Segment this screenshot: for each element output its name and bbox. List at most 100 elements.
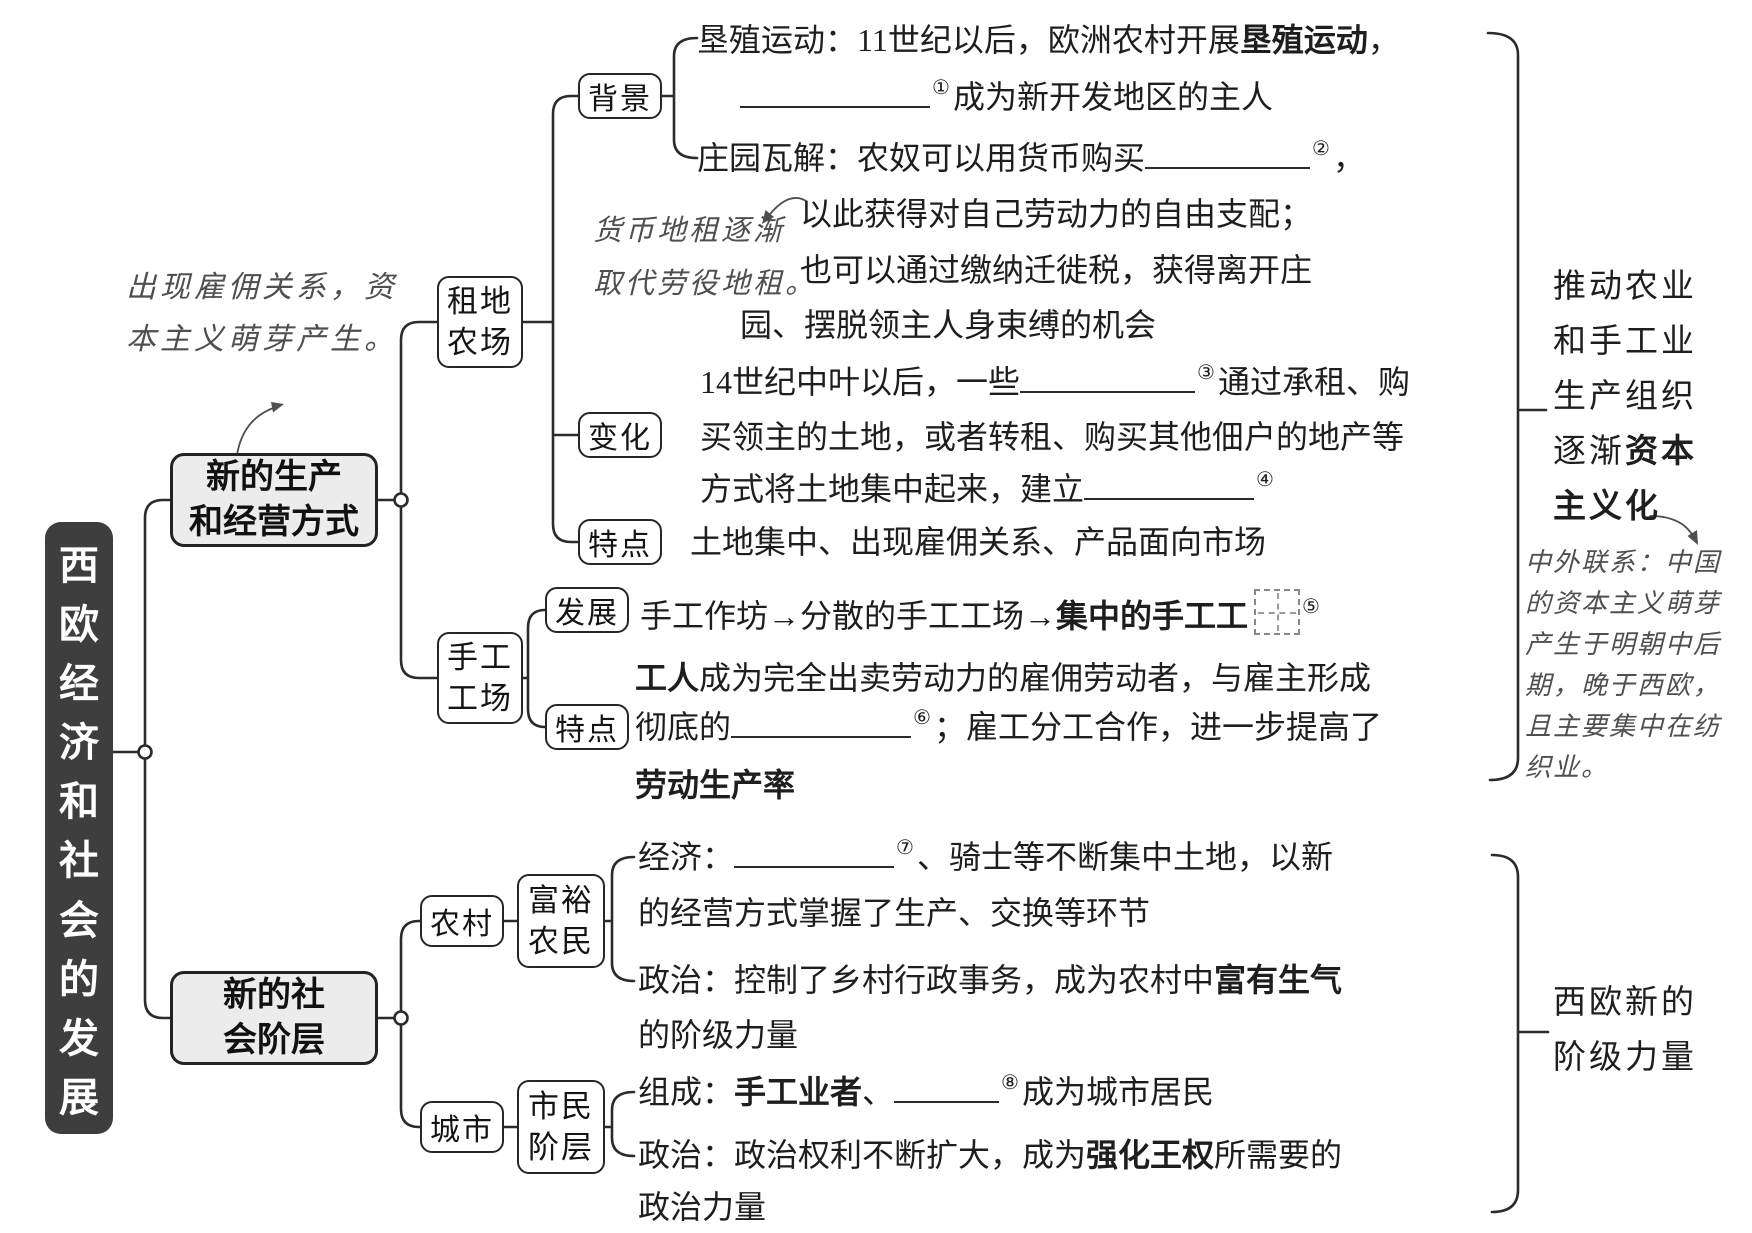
text-line-political-power: 政治力量	[638, 1186, 766, 1228]
text-run: 政治：控制了乡村行政事务，成为农村中	[638, 962, 1215, 998]
text-run: 所需要的	[1214, 1137, 1343, 1173]
label-text: 特点	[555, 714, 619, 747]
text-run: 买领主的土地，或者转租、购买其他佃户的地产等	[700, 419, 1405, 455]
circled-number: ⑧	[1001, 1072, 1019, 1094]
branch-label-line: 和经营方式	[189, 503, 359, 541]
text-run: ，	[1332, 140, 1365, 176]
text-run: 、骑士等不断集中土地，以新	[916, 839, 1333, 875]
text-run: 劳动生产率	[635, 767, 796, 803]
text-line-productivity: 劳动生产率	[635, 764, 795, 806]
text-line-politics-urban: 政治：政治权利不断扩大，成为强化王权所需要的	[638, 1134, 1342, 1176]
text-run: 政治力量	[638, 1189, 767, 1225]
text-run: 政治：政治权利不断扩大，成为	[638, 1137, 1087, 1173]
text-run: 组成：	[638, 1074, 735, 1110]
branch-new-production: 新的生产 和经营方式	[170, 453, 378, 547]
summary-new-class-forces: 西欧新的	[1553, 976, 1697, 1030]
text-run: 西欧新的	[1553, 985, 1697, 1021]
title-char: 和	[59, 780, 99, 825]
text-line-reclamation: 垦殖运动：11世纪以后，欧洲农村开展垦殖运动，	[697, 19, 1400, 61]
label-text: 发展	[555, 597, 619, 630]
text-run: 和手工业	[1553, 324, 1697, 360]
text-line-composition: 组成：手工业者、⑧成为城市居民	[638, 1071, 1214, 1113]
text-run: 资本	[1625, 434, 1697, 470]
text-line-blank1: ①成为新开发地区的主人	[740, 76, 1273, 118]
fill-in-blank	[1020, 361, 1196, 393]
text-line-labor-freedom: 以此获得对自己劳动力的自由支配；	[800, 193, 1312, 235]
bracket-right-bottom	[1490, 853, 1550, 1214]
note-line: 产生于明朝中后	[1525, 630, 1722, 660]
circled-number: ⑤	[1302, 596, 1320, 618]
text-run: 集中的手工工	[1056, 598, 1249, 634]
text-line-manor-breakup: 庄园瓦解：农奴可以用货币购买 ②，	[697, 137, 1365, 179]
text-run: 庄园瓦解：农奴可以用货币购买	[697, 140, 1146, 176]
text-run: 通过承租、购	[1217, 364, 1410, 400]
root-title: 西欧经济和社会的发展	[45, 522, 113, 1134]
text-run: 逐渐	[1553, 434, 1625, 470]
note-line: 的资本主义萌芽	[1525, 589, 1722, 619]
label-text: 变化	[588, 422, 652, 455]
fill-in-blank	[894, 1071, 1000, 1103]
note-line: 取代劳役地租。	[593, 266, 818, 300]
note-line: 且主要集中在纺	[1525, 712, 1722, 742]
node-label: 城市	[430, 1114, 494, 1147]
text-run: 也可以通过缴纳迁徙税，获得离开庄	[800, 252, 1313, 288]
text-run: 推动农业	[1553, 269, 1697, 305]
text-run: 手工作坊→分散的手工工场→	[640, 598, 1057, 634]
text-run: 强化王权	[1086, 1137, 1215, 1173]
circled-number: ⑦	[896, 837, 914, 859]
circled-number: ③	[1197, 362, 1215, 384]
text-line-economy2: 的经营方式掌握了生产、交换等环节	[638, 892, 1150, 934]
fill-in-blank	[740, 76, 930, 108]
trunk-tenant-farm	[521, 94, 580, 544]
text-line-thorough: 彻底的 ⑥；雇工分工合作，进一步提高了	[635, 706, 1382, 748]
summary-capitalization: 推动农业	[1553, 260, 1697, 314]
text-run: 工人	[635, 660, 700, 696]
summary-capitalization: 生产组织	[1553, 370, 1697, 424]
bracket-peasants	[603, 855, 636, 983]
text-run: ，	[1367, 22, 1400, 58]
note-line: 期，晚于西欧，	[1525, 671, 1722, 701]
label-feature-farm: 特点	[578, 519, 662, 565]
handwritten-note-employment: 出现雇佣关系，资 本主义萌芽产生。	[126, 262, 398, 366]
node-tenant-farm: 租地农场	[437, 276, 523, 368]
junction-node	[137, 744, 153, 760]
fill-in-blank	[1084, 468, 1255, 500]
text-run: 成为城市居民	[1021, 1074, 1214, 1110]
note-line: 本主义萌芽产生。	[126, 322, 398, 357]
trunk-production	[376, 320, 439, 680]
text-line-economy: 经济： ⑦、骑士等不断集中土地，以新	[638, 836, 1333, 878]
text-line-workshop-development: 手工作坊→分散的手工工场→集中的手工工 ⑤	[640, 589, 1323, 637]
title-char: 济	[59, 721, 99, 766]
branch-label-line: 新的社	[223, 976, 325, 1014]
trunk-social	[376, 919, 422, 1129]
text-line-leave-manor: 园、摆脱领主人身束缚的机会	[740, 304, 1156, 346]
branch-label-line: 会阶层	[223, 1021, 325, 1059]
text-run: 经济：	[638, 839, 735, 875]
bracket-citizen	[603, 1090, 636, 1158]
fill-in-blank	[731, 706, 912, 738]
label-text: 背景	[588, 83, 652, 116]
text-run: ；雇工分工合作，进一步提高了	[933, 709, 1382, 745]
text-run: 主义化	[1553, 489, 1661, 525]
text-run: 成为完全出卖劳动力的雇佣劳动者，与雇主形成	[699, 660, 1372, 696]
node-citizen-class: 市民阶层	[517, 1080, 605, 1174]
circled-number: ②	[1312, 138, 1330, 160]
text-run: 以此获得对自己劳动力的自由支配；	[800, 196, 1313, 232]
text-run: 彻底的	[635, 709, 732, 745]
note-line: 中外联系：中国	[1525, 548, 1722, 578]
title-char: 西	[59, 544, 99, 589]
text-line-politics-rural: 政治：控制了乡村行政事务，成为农村中富有生气	[638, 959, 1342, 1001]
node-rural: 农村	[420, 895, 504, 947]
node-rich-peasants: 富裕农民	[517, 874, 605, 968]
fill-in-blank	[1145, 137, 1311, 169]
circled-number: ⑥	[913, 707, 931, 729]
handwritten-note-rent: 货币地租逐渐 取代劳役地租。	[593, 204, 817, 310]
node-label: 手工工场	[447, 640, 513, 716]
circled-number: ①	[932, 77, 950, 99]
text-run: 、	[862, 1074, 895, 1110]
title-char: 发	[59, 1016, 99, 1061]
title-char: 欧	[59, 603, 99, 648]
